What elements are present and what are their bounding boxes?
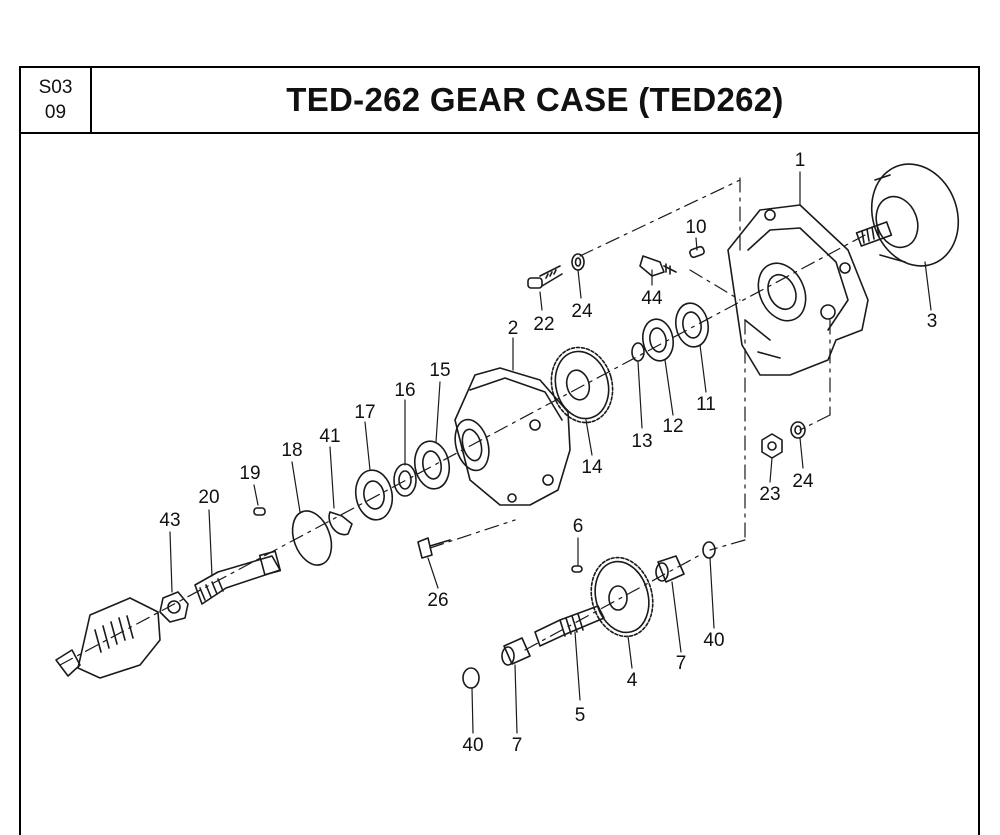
callout-24-lower: 24 xyxy=(792,471,814,492)
callout-5: 5 xyxy=(575,705,586,726)
section-code-box: S03 09 xyxy=(21,68,92,134)
drill-chuck xyxy=(55,597,161,679)
callout-7-right: 7 xyxy=(676,653,687,674)
callout-2: 2 xyxy=(508,318,519,339)
part-1-gear-case-housing xyxy=(727,204,869,376)
callout-26: 26 xyxy=(427,590,448,611)
part-17-bearing xyxy=(354,469,394,521)
callout-20: 20 xyxy=(198,487,219,508)
callout-18: 18 xyxy=(281,440,302,461)
callout-40-right: 40 xyxy=(703,630,724,651)
callout-leader-lines xyxy=(169,171,932,734)
part-5-shaft xyxy=(534,605,605,647)
part-3-clutch-drum xyxy=(855,163,960,267)
part-2-gear-cover xyxy=(454,367,571,506)
callout-1: 1 xyxy=(795,150,806,171)
part-26-bolt xyxy=(417,537,451,559)
callout-12: 12 xyxy=(662,416,683,437)
part-24-washer-upper xyxy=(571,253,585,271)
callout-43: 43 xyxy=(159,510,180,531)
part-23-nut xyxy=(761,433,783,459)
callout-labels: 1 2 3 4 5 6 7 7 10 11 12 13 14 15 16 17 … xyxy=(159,150,937,756)
callout-11: 11 xyxy=(696,394,716,415)
part-22-screw xyxy=(527,265,563,289)
part-13-circlip xyxy=(631,342,645,362)
callout-40-left: 40 xyxy=(462,735,483,756)
callout-19: 19 xyxy=(239,463,260,484)
section-code-line1: S03 xyxy=(38,77,73,98)
part-15-bearing xyxy=(413,440,451,490)
section-code-line2: 09 xyxy=(44,102,67,123)
callout-24-upper: 24 xyxy=(571,301,593,322)
callout-41: 41 xyxy=(319,426,340,447)
part-44-grease-nipple xyxy=(639,255,677,277)
part-14-gear xyxy=(550,346,614,424)
callout-4: 4 xyxy=(627,670,638,691)
callout-13: 13 xyxy=(631,431,652,452)
part-7-bearing-right xyxy=(655,555,685,583)
part-24-washer-lower xyxy=(790,421,806,439)
part-6-key xyxy=(571,565,583,573)
part-43-nut xyxy=(159,591,189,623)
title-box: TED-262 GEAR CASE (TED262) xyxy=(92,68,978,134)
part-11-bearing xyxy=(674,302,710,348)
page-title: TED-262 GEAR CASE (TED262) xyxy=(286,81,784,118)
part-4-gear xyxy=(590,556,654,638)
part-18-snap-ring xyxy=(291,510,333,566)
part-7-bearing-left xyxy=(501,637,531,666)
callout-23: 23 xyxy=(759,484,780,505)
callout-44: 44 xyxy=(641,288,663,309)
callout-7-left: 7 xyxy=(512,735,523,756)
callout-3: 3 xyxy=(927,311,938,332)
part-20-spindle xyxy=(194,550,282,605)
part-19-key xyxy=(253,507,266,516)
part-41-lock-ring xyxy=(328,511,353,536)
parts-sheet: S03 09 TED-262 GEAR CASE (TED262) xyxy=(19,66,980,835)
callout-15: 15 xyxy=(429,360,450,381)
part-40-washer-left xyxy=(462,667,480,689)
part-12-bearing xyxy=(641,318,675,362)
callout-10: 10 xyxy=(685,217,706,238)
callout-6: 6 xyxy=(573,516,584,537)
callout-14: 14 xyxy=(581,457,603,478)
part-40-washer-right xyxy=(702,541,716,559)
callout-16: 16 xyxy=(394,380,415,401)
part-16-spacer xyxy=(393,463,417,497)
part-10-pin xyxy=(689,245,705,259)
callout-22: 22 xyxy=(533,314,554,335)
callout-17: 17 xyxy=(354,402,375,423)
